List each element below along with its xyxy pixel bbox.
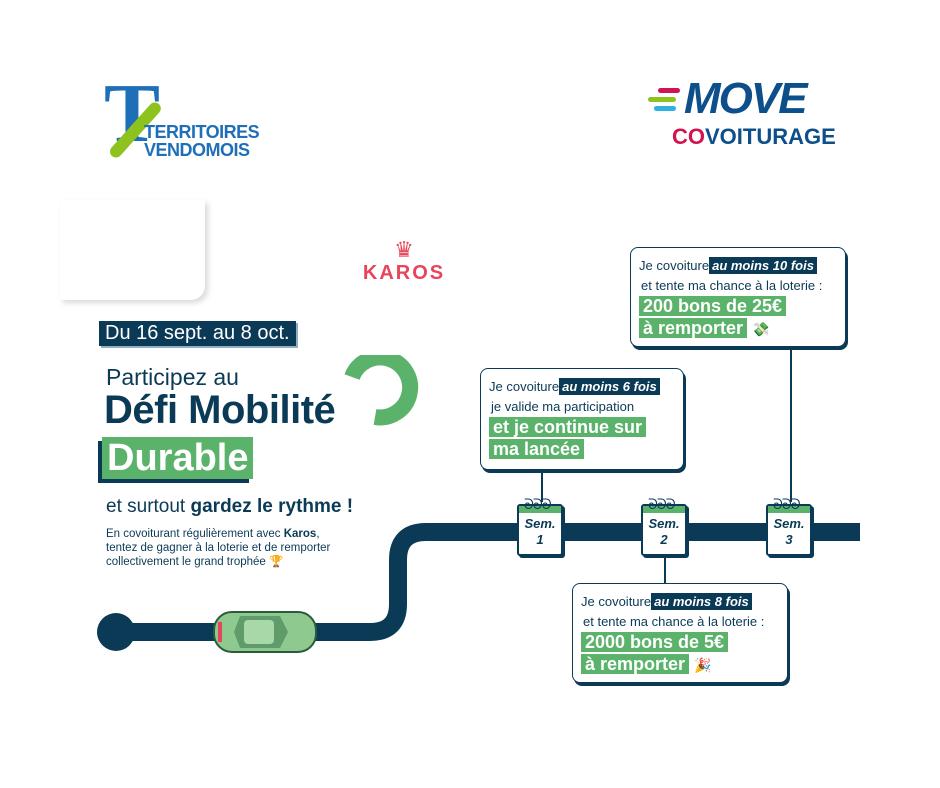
body-brand: Karos (283, 528, 317, 540)
green-ring-decoration (344, 355, 419, 426)
week-1-calendar: ᘐᘐᘐ Sem.1 (517, 496, 563, 556)
date-range-badge: Du 16 sept. au 8 oct. (99, 321, 296, 346)
karos-logo: ♛ KAROS (362, 238, 446, 285)
subtitle-regular: et surtout (106, 496, 191, 517)
connector-week2 (664, 556, 666, 584)
voiturage-text: VOITURAGE (705, 124, 836, 149)
connector-week1 (541, 470, 543, 502)
body-text: En covoiturant régulièrement avec (106, 528, 284, 540)
crown-icon: ♛ (394, 237, 414, 262)
hero-subtitle: et surtout gardez le rythme ! (106, 496, 353, 518)
calendar-rings-icon: ᘐᘐᘐ (524, 496, 552, 512)
territoires-vendomois-logo: T TERRITOIRES VENDOMOIS (104, 72, 279, 162)
card-line2: et tente ma chance à la loterie : (583, 614, 765, 629)
car-icon (213, 611, 317, 653)
connector-week3 (790, 347, 792, 502)
decorative-card (60, 200, 205, 300)
card-big2: ma lancée (489, 439, 585, 459)
card-prefix: Je covoiture (639, 258, 710, 273)
card-big1: 200 bons de 25€ (639, 296, 787, 316)
party-popper-icon: 🎉 (694, 657, 712, 673)
trophy-icon: 🏆 (269, 556, 284, 568)
calendar-rings-icon: ᘐᘐᘐ (648, 496, 676, 512)
card-highlight: au moins 6 fois (559, 378, 660, 395)
card-big2: à remporter (639, 318, 748, 338)
road-path (116, 523, 860, 641)
card-line2: je valide ma participation (491, 399, 635, 414)
week-label: Sem. (524, 516, 556, 531)
week-number: 1 (536, 532, 544, 547)
logo-line1: TERRITOIRES (144, 122, 260, 142)
road-start-dot (97, 613, 135, 651)
move-covoiturage-logo: MOVE COVOITURAGE (648, 74, 863, 154)
card-line2: et tente ma chance à la loterie : (641, 278, 823, 293)
week-label: Sem. (648, 516, 680, 531)
calendar-rings-icon: ᘐᘐᘐ (773, 496, 801, 512)
body-text: , (316, 528, 320, 540)
hero-line2: Défi Mobilité (104, 388, 336, 432)
body-text: tentez de gagner à la loterie et de remp… (106, 542, 331, 554)
subtitle-bold: gardez le rythme ! (190, 496, 354, 517)
hero-line3: Durable (102, 437, 254, 479)
card-prefix: Je covoiture (489, 379, 560, 394)
week-3-calendar: ᘐᘐᘐ Sem.3 (766, 496, 812, 556)
hero-body: En covoiturant régulièrement avec Karos,… (106, 527, 330, 569)
week-number: 2 (660, 532, 668, 547)
body-text: collectivement le grand trophée (106, 556, 266, 568)
logo-line2: VENDOMOIS (144, 140, 250, 160)
week-2-calendar: ᘐᘐᘐ Sem.2 (641, 496, 687, 556)
card-big1: 2000 bons de 5€ (581, 632, 729, 652)
co-text: CO (672, 124, 705, 149)
card-big2: à remporter (581, 654, 690, 674)
card-prefix: Je covoiture (581, 594, 652, 609)
speed-lines-icon (648, 88, 680, 111)
covoiturage-text: COVOITURAGE (672, 124, 836, 150)
card-big1: et je continue sur (489, 417, 647, 437)
card-highlight: au moins 10 fois (709, 257, 817, 274)
karos-word: KAROS (362, 262, 446, 284)
week-label: Sem. (773, 516, 805, 531)
move-word: MOVE (684, 74, 808, 123)
money-icon: 💸 (752, 321, 770, 337)
week-number: 3 (785, 532, 793, 547)
hero-line1: Participez au (106, 364, 239, 390)
card-highlight: au moins 8 fois (651, 593, 752, 610)
